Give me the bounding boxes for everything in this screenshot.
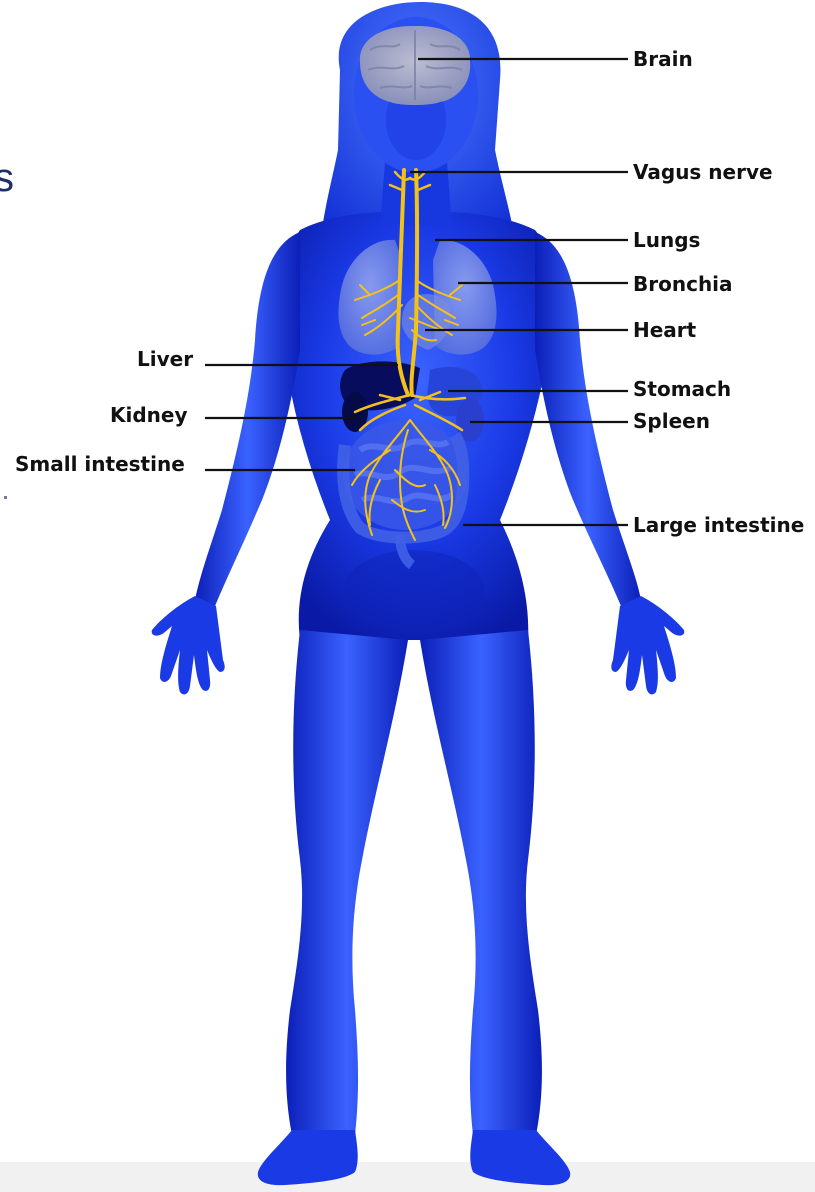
label-large-intestine: Large intestine	[633, 515, 804, 535]
left-leg	[286, 630, 408, 1135]
label-spleen: Spleen	[633, 411, 710, 431]
right-arm	[535, 232, 641, 606]
label-small-intestine: Small intestine	[15, 454, 185, 474]
label-heart: Heart	[633, 320, 696, 340]
label-brain: Brain	[633, 49, 693, 69]
label-vagus-nerve: Vagus nerve	[633, 162, 773, 182]
right-leg	[420, 630, 542, 1135]
right-hand	[611, 596, 684, 694]
left-foot	[258, 1130, 358, 1185]
label-lungs: Lungs	[633, 230, 700, 250]
label-bronchia: Bronchia	[633, 274, 733, 294]
left-hand	[152, 596, 225, 694]
right-foot	[470, 1130, 570, 1185]
label-stomach: Stomach	[633, 379, 731, 399]
label-kidney: Kidney	[110, 405, 188, 425]
label-liver: Liver	[137, 349, 193, 369]
